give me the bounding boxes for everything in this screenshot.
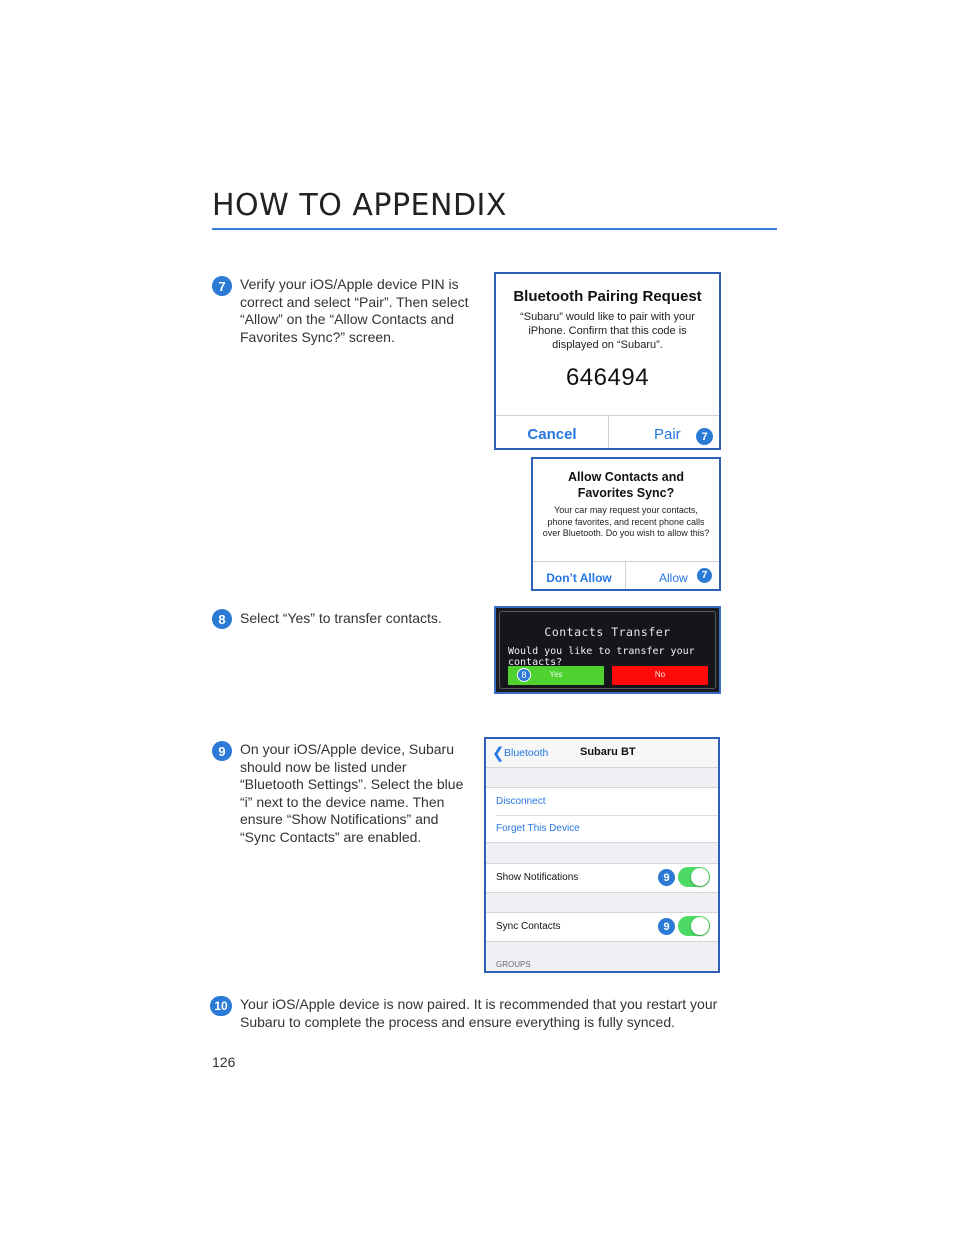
yes-button[interactable]: Yes — [508, 666, 604, 685]
show-notifications-toggle[interactable] — [678, 867, 710, 887]
step-8-text: Select “Yes” to transfer contacts. — [240, 610, 442, 626]
pairing-dialog-message: “Subaru” would like to pair with your iP… — [520, 311, 695, 351]
forget-device-button[interactable]: Forget This Device — [496, 823, 580, 834]
pairing-divider — [496, 415, 719, 416]
allow-button-divider — [625, 561, 626, 589]
contacts-transfer-screen: Contacts Transfer Would you like to tran… — [494, 606, 721, 694]
yes-step-badge: 8 — [517, 668, 531, 682]
cancel-button[interactable]: Cancel — [527, 426, 577, 443]
pair-step-badge: 7 — [696, 428, 713, 445]
chevron-left-icon[interactable]: ❮ — [492, 745, 505, 762]
bt-actions-group: Disconnect Forget This Device — [486, 787, 718, 843]
page-number: 126 — [212, 1054, 236, 1070]
step-9-badge: 9 — [212, 741, 232, 761]
no-button[interactable]: No — [612, 666, 708, 685]
sync-step-badge: 9 — [658, 918, 675, 935]
title-rule — [212, 228, 777, 230]
allow-button[interactable]: Allow — [659, 571, 688, 585]
step-10-badge: 10 — [210, 996, 232, 1016]
no-button-label: No — [654, 670, 666, 679]
transfer-title: Contacts Transfer — [544, 625, 671, 639]
pairing-dialog: Bluetooth Pairing Request “Subaru” would… — [494, 272, 721, 450]
toggle-knob — [691, 868, 709, 886]
bt-nav-bar: ❮ Bluetooth Subaru BT — [486, 739, 718, 768]
toggle-knob — [691, 917, 709, 935]
step-9-text: On your iOS/Apple device, Subaru should … — [240, 741, 464, 845]
groups-header: GROUPS — [496, 960, 531, 969]
sync-contacts-label: Sync Contacts — [496, 921, 561, 932]
back-bluetooth-link[interactable]: Bluetooth — [504, 747, 549, 759]
bt-row-divider — [496, 815, 718, 816]
pairing-dialog-title: Bluetooth Pairing Request — [513, 288, 702, 305]
step-7-text: Verify your iOS/Apple device PIN is corr… — [240, 276, 469, 345]
yes-button-label: Yes — [549, 670, 563, 679]
show-notifications-label: Show Notifications — [496, 872, 579, 883]
allow-dialog-message: Your car may request your contacts, phon… — [542, 505, 710, 538]
sync-contacts-toggle[interactable] — [678, 916, 710, 936]
disconnect-button[interactable]: Disconnect — [496, 796, 546, 807]
step-7-badge: 7 — [212, 276, 232, 296]
pairing-button-divider — [608, 415, 609, 448]
transfer-question: Would you like to transfer your contacts… — [508, 646, 695, 668]
step-10-text: Your iOS/Apple device is now paired. It … — [240, 996, 718, 1030]
allow-dialog-title: Allow Contacts and Favorites Sync? — [568, 470, 684, 500]
dont-allow-button[interactable]: Don’t Allow — [546, 571, 612, 585]
show-notifications-row: Show Notifications 9 — [486, 863, 718, 893]
notifications-step-badge: 9 — [658, 869, 675, 886]
page-title: HOW TO APPENDIX — [212, 188, 507, 223]
bluetooth-settings-screen: ❮ Bluetooth Subaru BT Disconnect Forget … — [484, 737, 720, 973]
bt-device-title: Subaru BT — [580, 746, 636, 758]
sync-contacts-row: Sync Contacts 9 — [486, 912, 718, 942]
pair-button[interactable]: Pair — [654, 426, 681, 443]
step-8-badge: 8 — [212, 609, 232, 629]
pairing-code: 646494 — [565, 364, 650, 391]
allow-divider — [533, 561, 719, 562]
allow-contacts-dialog: Allow Contacts and Favorites Sync? Your … — [531, 457, 721, 591]
allow-step-badge: 7 — [697, 568, 712, 583]
